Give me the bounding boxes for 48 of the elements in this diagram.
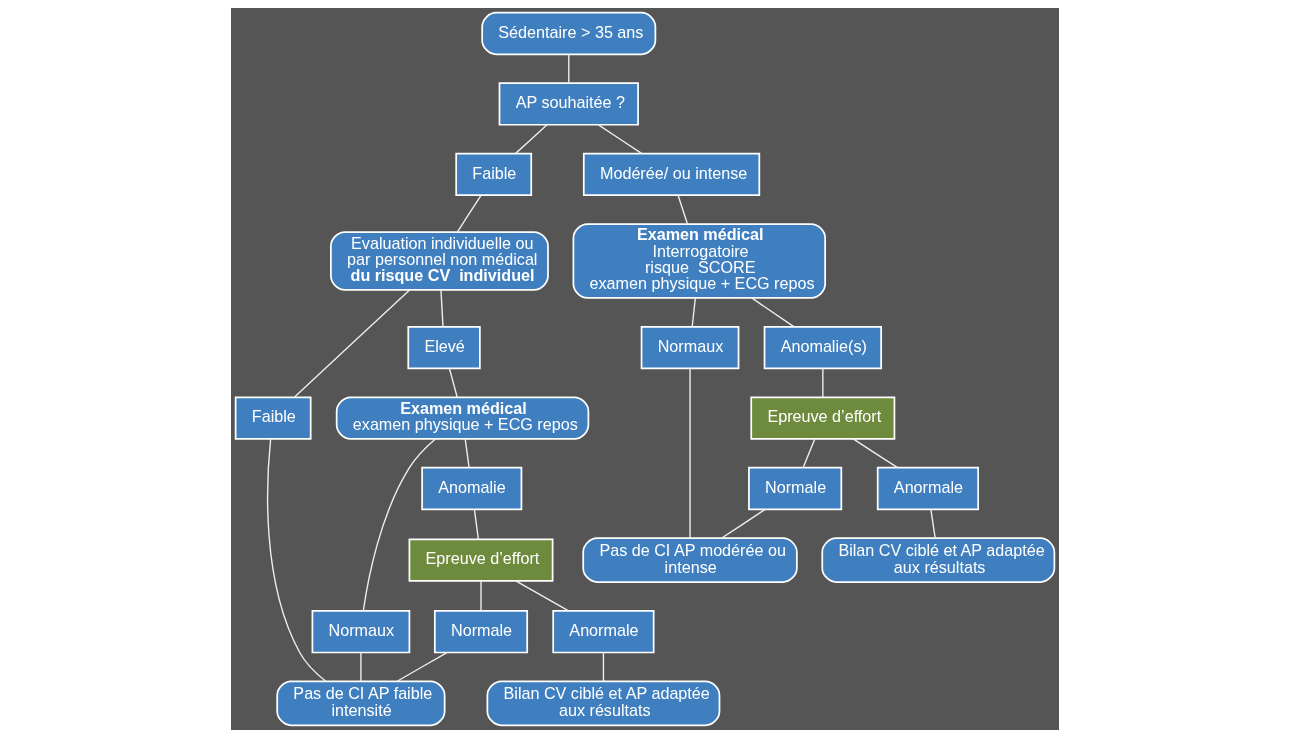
node-box: Bilan CV ciblé et AP adaptée aux résultats [486, 680, 721, 727]
connector [514, 124, 548, 155]
connector [602, 651, 605, 682]
node-box: Anomalie [421, 466, 523, 511]
connector [691, 297, 696, 328]
node-box: Examen médical examen physique + ECG repos [335, 396, 590, 440]
node-box: Faible [455, 152, 533, 197]
node-box: Normale [433, 610, 529, 654]
node-box: Anormale [552, 610, 655, 654]
connector [677, 194, 689, 225]
connector [293, 289, 411, 398]
node-box: Evaluation individuelle ou par personnel non médical du risque CV individuel [330, 231, 549, 291]
connector [802, 438, 816, 469]
connector [480, 580, 482, 612]
connector [360, 651, 362, 682]
connector [721, 508, 766, 539]
connector [689, 367, 691, 539]
node-box: Modérée/ ou intense [582, 152, 761, 197]
connector [751, 297, 795, 328]
node-box: Examen médical Interrogatoire risque SCORE examen physique + ECG repos [572, 223, 826, 299]
node-box: Sédentaire > 35 ans [481, 11, 657, 56]
node-box: Elevé [407, 326, 481, 370]
connector [597, 124, 643, 155]
node-box: Faible [234, 396, 312, 440]
node-box: AP souhaitée ? [498, 82, 639, 126]
node-box: Epreuve d’effort [750, 396, 896, 440]
connector [456, 194, 482, 233]
connector [362, 438, 437, 612]
node-box: Anomalie(s) [763, 326, 883, 370]
node-box: Epreuve d’effort [408, 538, 554, 582]
connector [396, 651, 448, 682]
node-box: Anormale [876, 466, 980, 511]
node-box: Bilan CV ciblé et AP adaptée aux résultats [821, 537, 1056, 583]
node-box: Pas de CI AP modérée ou intense [582, 537, 798, 583]
connector [515, 580, 570, 612]
connector [473, 508, 480, 540]
connector [822, 367, 824, 398]
connector [568, 53, 570, 84]
node-box: Normale [748, 466, 843, 511]
connector [440, 289, 444, 328]
node-box: Pas de CI AP faible intensité [276, 680, 446, 727]
node-box: Normaux [640, 326, 740, 370]
connector [448, 367, 458, 398]
connector [464, 438, 470, 469]
connector [930, 508, 936, 539]
node-box: Normaux [311, 610, 411, 654]
connector [266, 438, 327, 682]
connector [852, 438, 899, 469]
